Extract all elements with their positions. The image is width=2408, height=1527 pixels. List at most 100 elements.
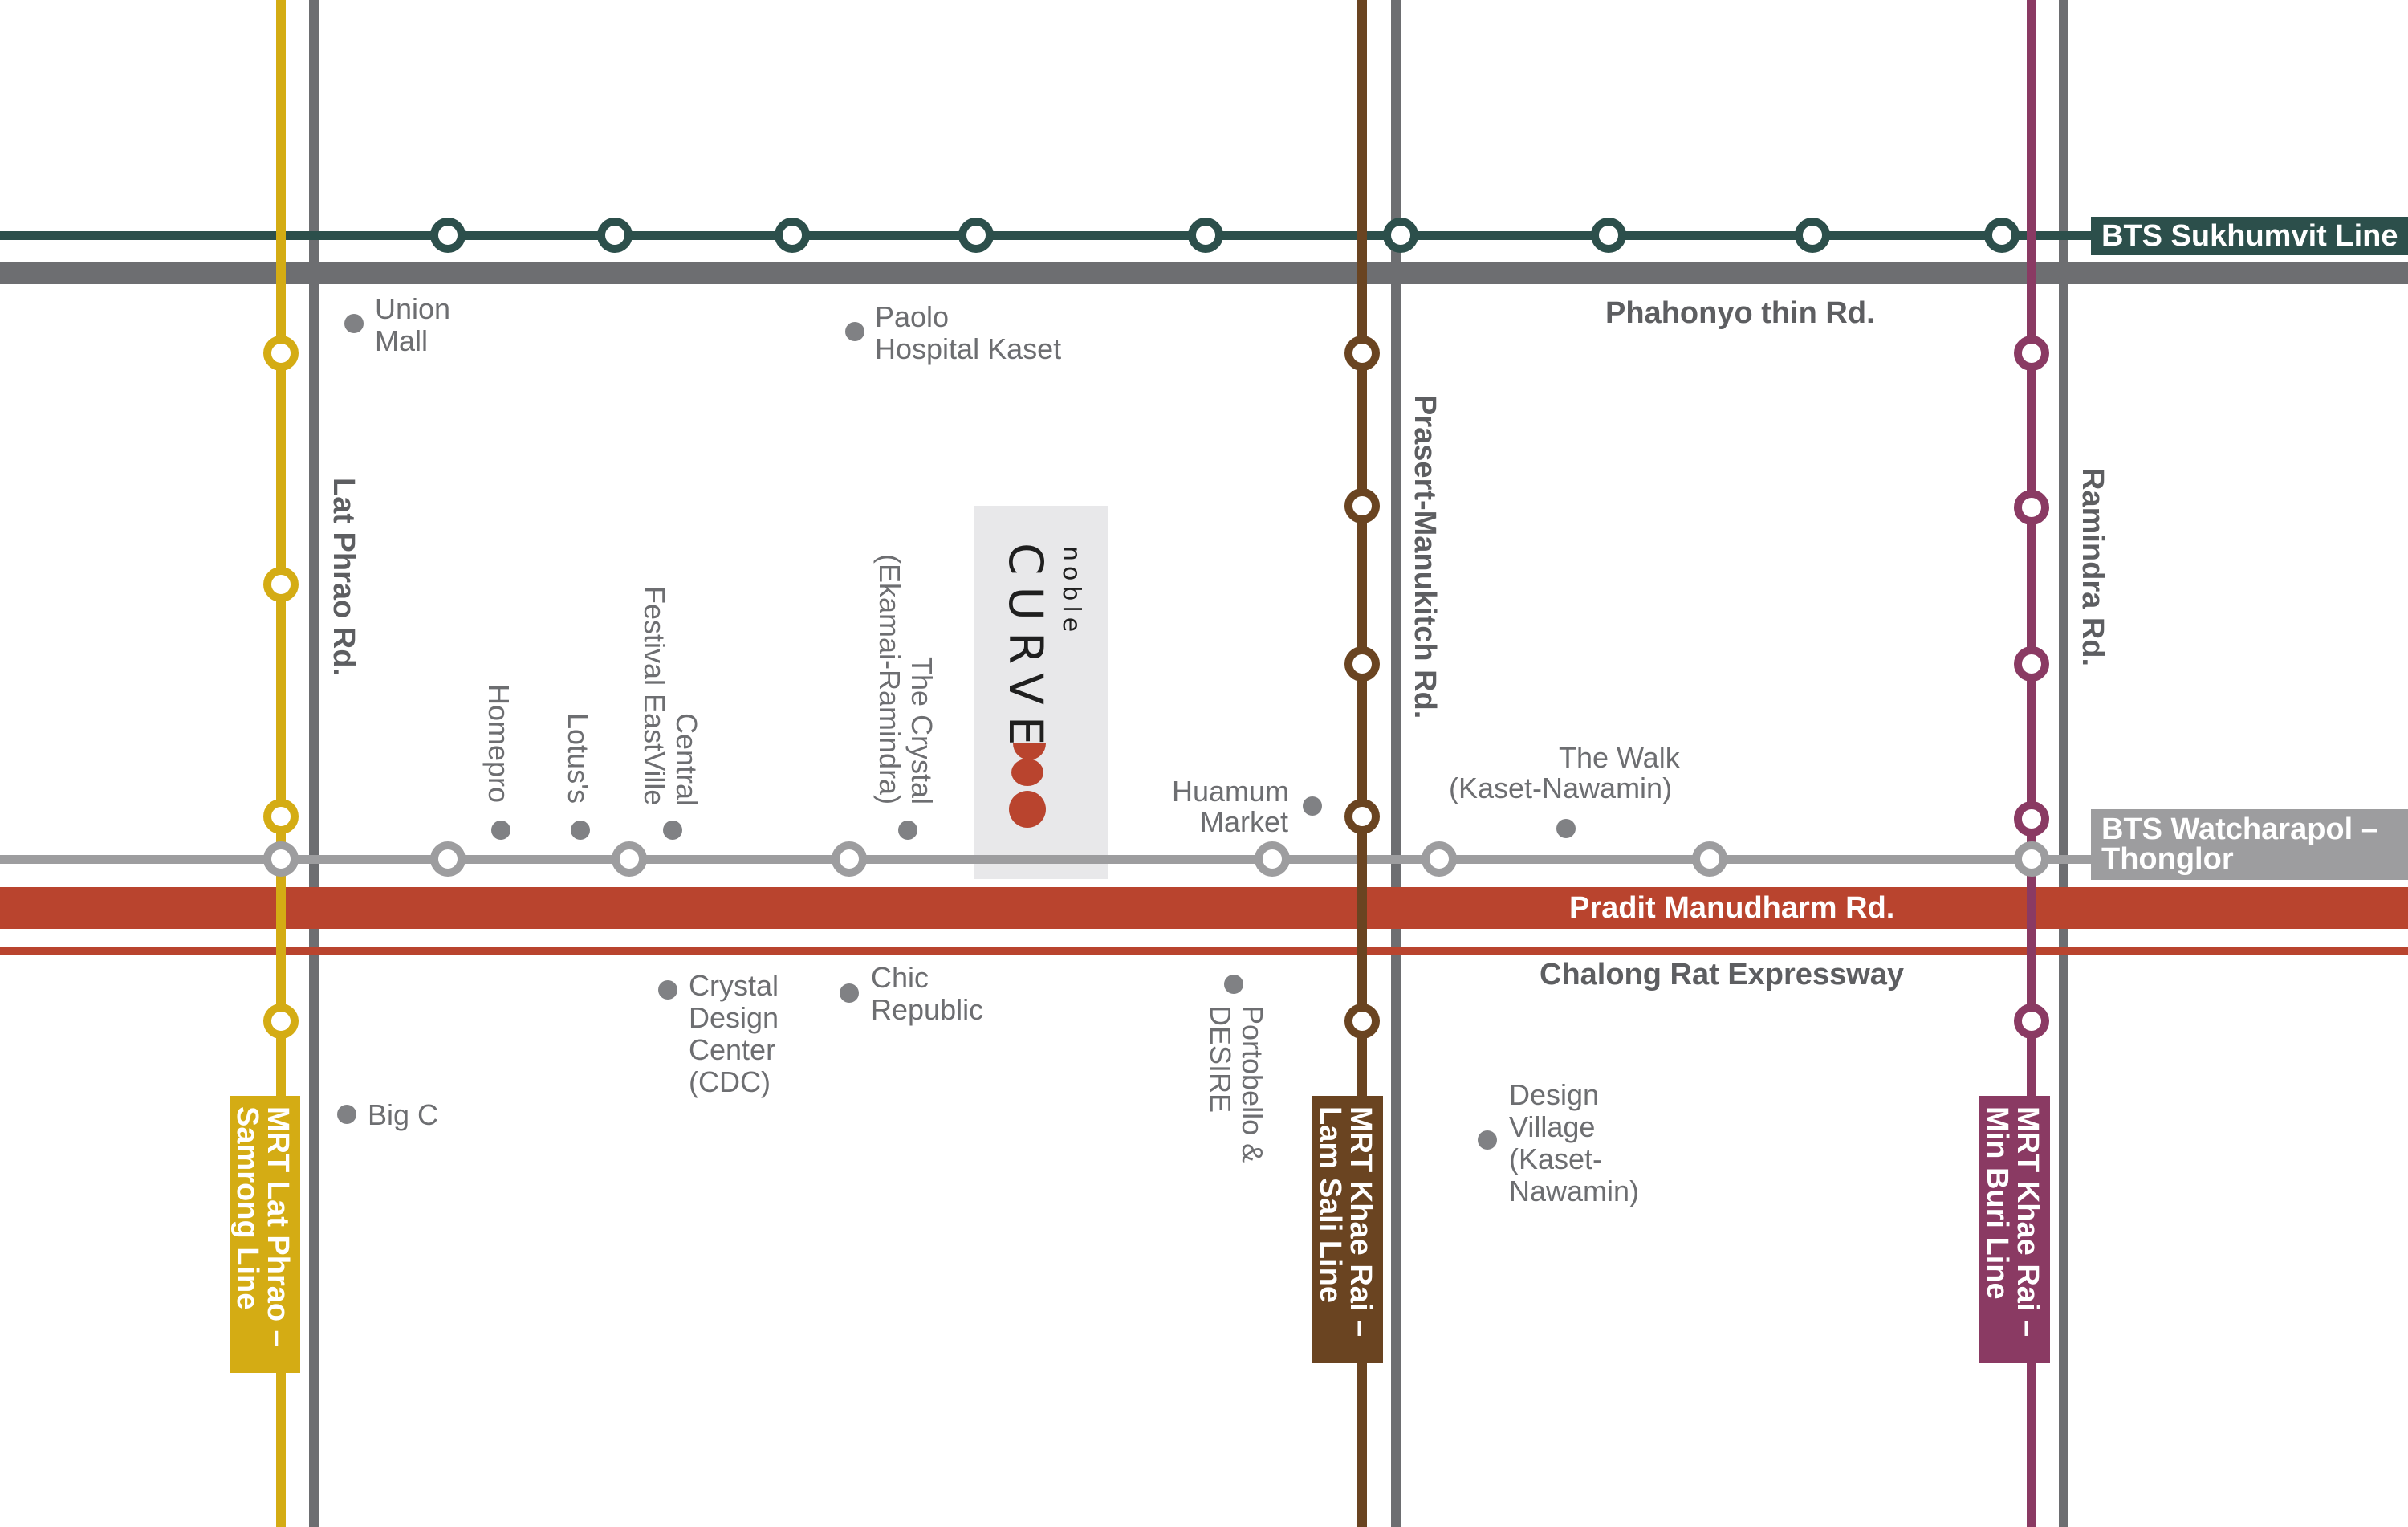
bts-watcharapol-stations xyxy=(263,841,2049,877)
station xyxy=(430,218,466,253)
poi-design-village: Design Village (Kaset- Nawamin) xyxy=(1478,1078,1639,1207)
poi-marker xyxy=(898,821,917,840)
poi-portobello-desire: Portobello & DESIRE xyxy=(1204,975,1269,1163)
poi-label: Huamum xyxy=(1172,775,1289,808)
poi-marker xyxy=(571,821,590,840)
poi-label: (CDC) xyxy=(689,1065,771,1098)
station xyxy=(1383,218,1418,253)
poi-label: Mall xyxy=(375,324,428,357)
mrt-min-buri-label-line1: MRT Khae Rai – xyxy=(2011,1106,2044,1337)
station xyxy=(263,567,299,602)
poi-big-c: Big C xyxy=(337,1098,438,1131)
poi-label: Homepro xyxy=(482,684,515,803)
mrt-lam-sali-tag xyxy=(1312,1096,1383,1363)
logo-curve-text: CURVE xyxy=(999,543,1053,756)
pradit-manudharm-road-label: Pradit Manudharm Rd. xyxy=(1569,891,1894,925)
logo-dot xyxy=(1011,759,1043,786)
poi-label: The Walk xyxy=(1559,741,1681,774)
prasert-manukitch-road xyxy=(1391,0,1401,1527)
poi-label: Union xyxy=(375,292,450,325)
ramindra-road-label: Ramindra Rd. xyxy=(2076,468,2109,666)
phahonyothin-road xyxy=(0,262,2408,284)
poi-label: Festival EastVille xyxy=(638,586,671,805)
pradit-manudharm-road xyxy=(0,887,2408,929)
mrt-lam-sali-label-line1: MRT Khae Rai – xyxy=(1344,1106,1377,1337)
poi-marker xyxy=(1556,819,1576,838)
poi-label: The Crystal xyxy=(905,657,938,804)
station xyxy=(1344,336,1380,371)
station xyxy=(2014,490,2049,525)
station xyxy=(612,841,647,877)
prasert-manukitch-road-label: Prasert-Manukitch Rd. xyxy=(1408,395,1442,719)
poi-label: Big C xyxy=(368,1098,438,1131)
poi-marker xyxy=(344,314,364,333)
poi-homepro: Homepro xyxy=(482,684,515,840)
station xyxy=(832,841,867,877)
bts-watcharapol-label-line2: Thonglor xyxy=(2101,842,2234,876)
poi-marker xyxy=(1303,796,1322,816)
station xyxy=(1344,1004,1380,1039)
station xyxy=(1984,218,2020,253)
bts-sukhumvit-tag xyxy=(2091,217,2408,255)
bts-watcharapol-label-line1: BTS Watcharapol – xyxy=(2101,812,2378,846)
logo-dot xyxy=(1009,791,1046,828)
poi-label: Nawamin) xyxy=(1509,1175,1639,1207)
station xyxy=(2014,801,2049,837)
poi-marker xyxy=(337,1105,356,1124)
poi-marker xyxy=(658,980,677,1000)
bts-sukhumvit-stations xyxy=(430,218,2020,253)
poi-the-walk: The Walk (Kaset-Nawamin) xyxy=(1449,741,1681,838)
poi-marker xyxy=(840,983,859,1003)
mrt-min-buri-stations xyxy=(2014,336,2049,1039)
station xyxy=(2014,1004,2049,1039)
station xyxy=(2014,646,2049,682)
poi-paolo-hospital: Paolo Hospital Kaset xyxy=(845,300,1061,365)
mrt-min-buri-label-line2: Min Buri Line xyxy=(1980,1106,2014,1300)
poi-label: Market xyxy=(1200,805,1288,838)
mrt-min-buri-tag xyxy=(1979,1096,2050,1363)
poi-label: (Kaset- xyxy=(1509,1142,1602,1175)
station xyxy=(775,218,810,253)
mrt-lat-phrao-label-line2: Samrong Line xyxy=(230,1106,264,1309)
station xyxy=(597,218,633,253)
poi-label: Village xyxy=(1509,1110,1595,1143)
mrt-lat-phrao-stations xyxy=(263,336,299,1039)
station xyxy=(1255,841,1290,877)
poi-label: Paolo xyxy=(875,300,949,333)
poi-label: Design xyxy=(1509,1078,1599,1111)
poi-marker xyxy=(663,821,682,840)
poi-label: (Kaset-Nawamin) xyxy=(1449,772,1672,804)
lat-phrao-road-label: Lat Phrao Rd. xyxy=(327,478,360,676)
poi-marker xyxy=(1224,975,1243,994)
bts-sukhumvit-label: BTS Sukhumvit Line xyxy=(2101,219,2398,253)
poi-label: Chic xyxy=(871,961,929,994)
station xyxy=(2014,841,2049,877)
station xyxy=(1344,799,1380,834)
station xyxy=(1692,841,1727,877)
poi-crystal-design-center: Crystal Design Center (CDC) xyxy=(658,969,779,1098)
station xyxy=(958,218,994,253)
poi-label: Design xyxy=(689,1001,779,1034)
poi-central-festival-eastville: Central Festival EastVille xyxy=(638,586,703,840)
station xyxy=(1188,218,1223,253)
poi-marker xyxy=(1478,1130,1497,1150)
poi-huamum-market: Huamum Market xyxy=(1172,775,1322,838)
station xyxy=(2014,336,2049,371)
ramindra-road xyxy=(2059,0,2068,1527)
bts-watcharapol-tag xyxy=(2091,809,2408,880)
poi-label: DESIRE xyxy=(1204,1005,1237,1113)
station xyxy=(1344,488,1380,523)
poi-label: Center xyxy=(689,1033,775,1066)
poi-lotuss: Lotus's xyxy=(562,713,595,840)
station xyxy=(1344,646,1380,682)
bts-watcharapol-line xyxy=(0,855,2091,864)
poi-marker xyxy=(845,322,864,341)
station xyxy=(1795,218,1830,253)
poi-the-crystal: The Crystal (Ekamai-Ramindra) xyxy=(873,554,938,840)
poi-label: Portobello & xyxy=(1236,1005,1269,1163)
mrt-lam-sali-label-line2: Lam Sali Line xyxy=(1313,1106,1347,1303)
station xyxy=(263,841,299,877)
mrt-lat-phrao-label-line1: MRT Lat Phrao – xyxy=(261,1106,295,1347)
poi-chic-republic: Chic Republic xyxy=(840,961,983,1026)
